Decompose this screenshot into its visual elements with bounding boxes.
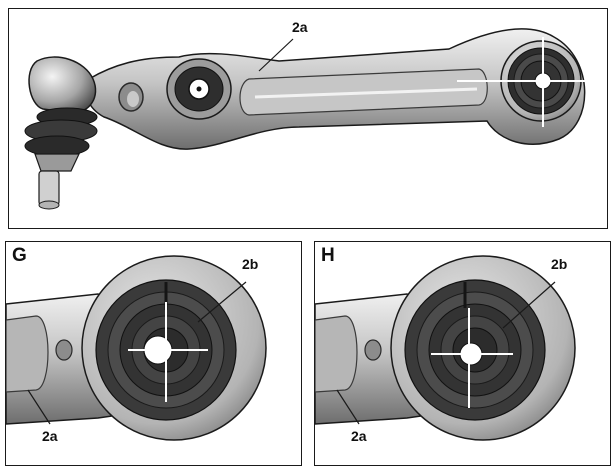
callout-leader-2b bbox=[197, 281, 247, 323]
rear-bushing-top bbox=[457, 37, 587, 127]
panel-letter-h: H bbox=[321, 245, 335, 266]
arm-highlight bbox=[254, 87, 478, 99]
arm-web-groove bbox=[315, 315, 358, 393]
callout-leader-2a bbox=[258, 38, 294, 72]
detail-h-drawing bbox=[315, 255, 576, 441]
detail-g-drawing bbox=[6, 255, 267, 441]
callout-label-2a: 2a bbox=[351, 428, 367, 444]
arm-small-hole-inner bbox=[127, 91, 139, 107]
detail-panel-g: G 2b 2a bbox=[5, 241, 302, 466]
callout-label-2b: 2b bbox=[551, 256, 568, 272]
callout-label-2a: 2a bbox=[292, 19, 308, 35]
control-arm-overview-drawing bbox=[24, 28, 587, 210]
arm-small-hole bbox=[55, 339, 73, 361]
arm-small-hole bbox=[364, 339, 382, 361]
callout-label-2b: 2b bbox=[242, 256, 259, 272]
callout-leader-2a bbox=[27, 389, 51, 425]
middle-bushing bbox=[166, 58, 232, 120]
callout-leader-2b bbox=[502, 281, 556, 329]
bushing-2b bbox=[404, 279, 546, 421]
control-arm-overview-panel: 2a bbox=[8, 8, 608, 229]
panel-letter-g: G bbox=[12, 245, 27, 266]
callout-label-2a: 2a bbox=[42, 428, 58, 444]
detail-panel-h: H 2b 2a bbox=[314, 241, 611, 466]
ball-joint bbox=[24, 56, 98, 210]
callout-leader-2a bbox=[336, 389, 360, 425]
arm-web-groove bbox=[6, 315, 49, 393]
